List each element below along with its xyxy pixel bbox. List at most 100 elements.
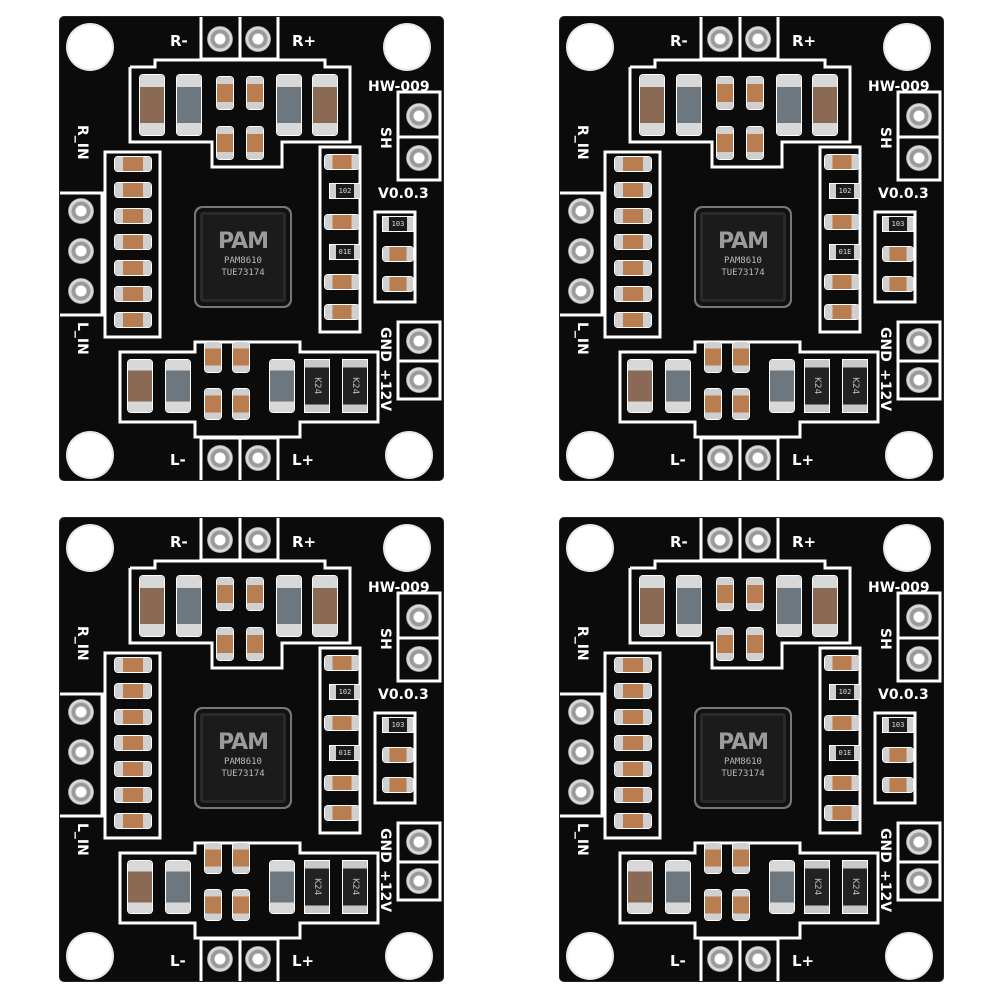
smd-capacitor [615,736,651,750]
smd-capacitor [640,576,664,636]
smd-capacitor [233,342,249,372]
mounting-hole [387,934,431,978]
mounting-hole [568,526,612,570]
label-version: V0.0.3 [378,687,429,703]
pin-l-in [68,278,94,304]
chip-date-code: TUE73174 [721,268,765,278]
silkscreen-outline [60,17,442,480]
smd-capacitor [825,806,859,820]
smd-capacitor [128,360,152,412]
smd-capacitor [270,861,294,913]
label-l-plus: L+ [292,451,315,469]
pin-gnd [406,328,432,354]
smd-capacitor [615,710,651,724]
smd-capacitor [247,127,263,159]
label-l-in: L_IN [74,322,90,355]
smd-capacitor [313,75,337,135]
pin-r-in [568,198,594,224]
smd-capacitor [615,788,651,802]
pin-l-minus [707,445,733,471]
smd-capacitor [825,155,859,169]
pin-sh [906,604,932,630]
smd-capacitor [247,628,263,660]
label-model: HW-009 [368,79,430,95]
label-12v: +12V [377,369,393,412]
pin-12v [406,367,432,393]
smd-capacitor [615,209,651,223]
resistor: 102 [330,184,360,198]
diode: K24 [343,861,367,913]
label-version: V0.0.3 [878,687,929,703]
smd-capacitor [677,75,701,135]
pin-l-plus [245,445,271,471]
smd-capacitor [747,77,763,109]
smd-capacitor [628,360,652,412]
smd-capacitor [615,313,651,327]
pcb-board: R- R+ HW-009 SH V0.0.3 R_IN L_IN GND +12… [560,17,943,480]
silkscreen-outline [60,518,442,981]
smd-capacitor [217,77,233,109]
smd-capacitor [325,656,359,670]
pin-r-in [568,699,594,725]
label-12v: +12V [877,870,893,913]
smd-capacitor [747,628,763,660]
smd-capacitor [705,389,721,419]
pin-sh [406,646,432,672]
smd-capacitor [233,890,249,920]
resistor: 103 [383,718,413,732]
resistor: 01E [830,245,860,259]
chip-logo: PAM [217,730,269,755]
pin-r-plus [245,26,271,52]
label-version: V0.0.3 [878,186,929,202]
amplifier-chip: PAM PAM8610 TUE73174 [200,713,286,803]
label-sh: SH [877,127,893,149]
smd-capacitor [115,788,151,802]
label-r-minus: R- [670,533,688,551]
smd-capacitor [325,155,359,169]
label-r-minus: R- [170,533,188,551]
chip-logo: PAM [717,730,769,755]
resistor: 103 [883,718,913,732]
smd-capacitor [777,75,801,135]
pcb-board: R- R+ HW-009 SH V0.0.3 R_IN L_IN GND +12… [60,17,443,480]
smd-capacitor [825,305,859,319]
smd-capacitor [325,305,359,319]
label-r-plus: R+ [292,533,317,551]
smd-capacitor [115,684,151,698]
smd-capacitor [383,748,413,762]
smd-capacitor [177,75,201,135]
smd-capacitor [615,762,651,776]
smd-capacitor [140,576,164,636]
label-l-in: L_IN [574,322,590,355]
pin-r-minus [707,26,733,52]
smd-capacitor [217,578,233,610]
smd-capacitor [717,127,733,159]
smd-capacitor [883,247,913,261]
smd-capacitor [770,360,794,412]
label-r-in: R_IN [574,626,590,661]
pin-r-plus [745,26,771,52]
smd-capacitor [825,716,859,730]
pin-l-in [568,278,594,304]
smd-capacitor [615,684,651,698]
pin-r-in [68,198,94,224]
mounting-hole [885,526,929,570]
label-gnd: GND [877,828,893,863]
smd-capacitor [205,342,221,372]
smd-capacitor [205,890,221,920]
pin-12v [906,868,932,894]
smd-capacitor [383,778,413,792]
label-r-minus: R- [670,32,688,50]
pin-12v [406,868,432,894]
resistor: 102 [830,184,860,198]
smd-capacitor [813,576,837,636]
resistor: 103 [883,217,913,231]
smd-capacitor [325,275,359,289]
smd-capacitor [115,261,151,275]
label-version: V0.0.3 [378,186,429,202]
label-l-minus: L- [670,451,686,469]
pin-gnd [406,829,432,855]
smd-capacitor [705,843,721,873]
smd-capacitor [205,843,221,873]
pin-gnd-in [568,739,594,765]
